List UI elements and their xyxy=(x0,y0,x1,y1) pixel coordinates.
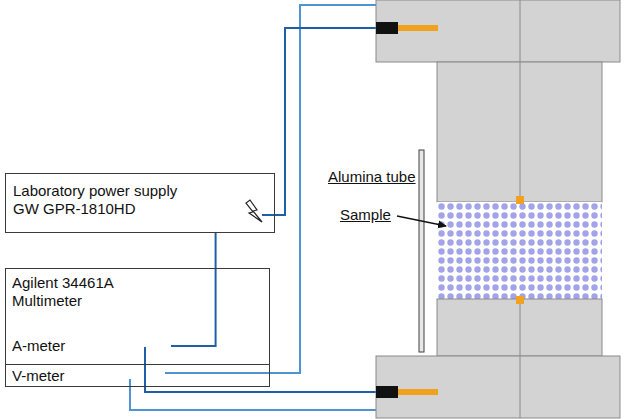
ammeter-section: A-meter xyxy=(6,335,171,357)
wire xyxy=(165,5,410,373)
alumina-tube-wall xyxy=(419,150,424,352)
wire xyxy=(262,28,376,215)
electrode-plug xyxy=(376,386,398,398)
node-text: Laboratory power supply GW GPR-1810HD xyxy=(13,182,198,218)
split-line xyxy=(520,299,521,356)
wire xyxy=(145,347,376,392)
lightning-symbol xyxy=(246,200,262,222)
wire-connector xyxy=(171,233,216,346)
node-text: A-meter xyxy=(12,337,162,355)
bottom-block xyxy=(376,356,620,418)
part-label: Alumina tube xyxy=(328,168,416,186)
upper-piston xyxy=(437,62,602,202)
node-text: V-meter xyxy=(12,367,212,385)
split-line xyxy=(520,0,521,62)
electrode-pin xyxy=(398,389,438,395)
pointer-arrow xyxy=(397,216,446,226)
split-line xyxy=(520,356,521,418)
sample-powder xyxy=(437,202,602,299)
voltmeter-section: V-meter xyxy=(6,364,269,386)
lower-piston xyxy=(437,299,602,356)
sample-powder xyxy=(437,202,602,299)
contact-pin xyxy=(516,296,524,304)
part-label: Sample xyxy=(340,206,391,224)
multimeter-box: Agilent 34461A MultimeterA-meterV-meter xyxy=(5,268,270,387)
power-supply-box: Laboratory power supply GW GPR-1810HD xyxy=(5,173,275,233)
contact-pin xyxy=(516,196,524,204)
electrode-pin xyxy=(398,25,438,31)
electrode-plug xyxy=(376,22,398,34)
top-block xyxy=(376,0,620,62)
node-text: Agilent 34461A Multimeter xyxy=(12,274,142,310)
split-line xyxy=(520,62,521,202)
wire xyxy=(130,379,410,410)
